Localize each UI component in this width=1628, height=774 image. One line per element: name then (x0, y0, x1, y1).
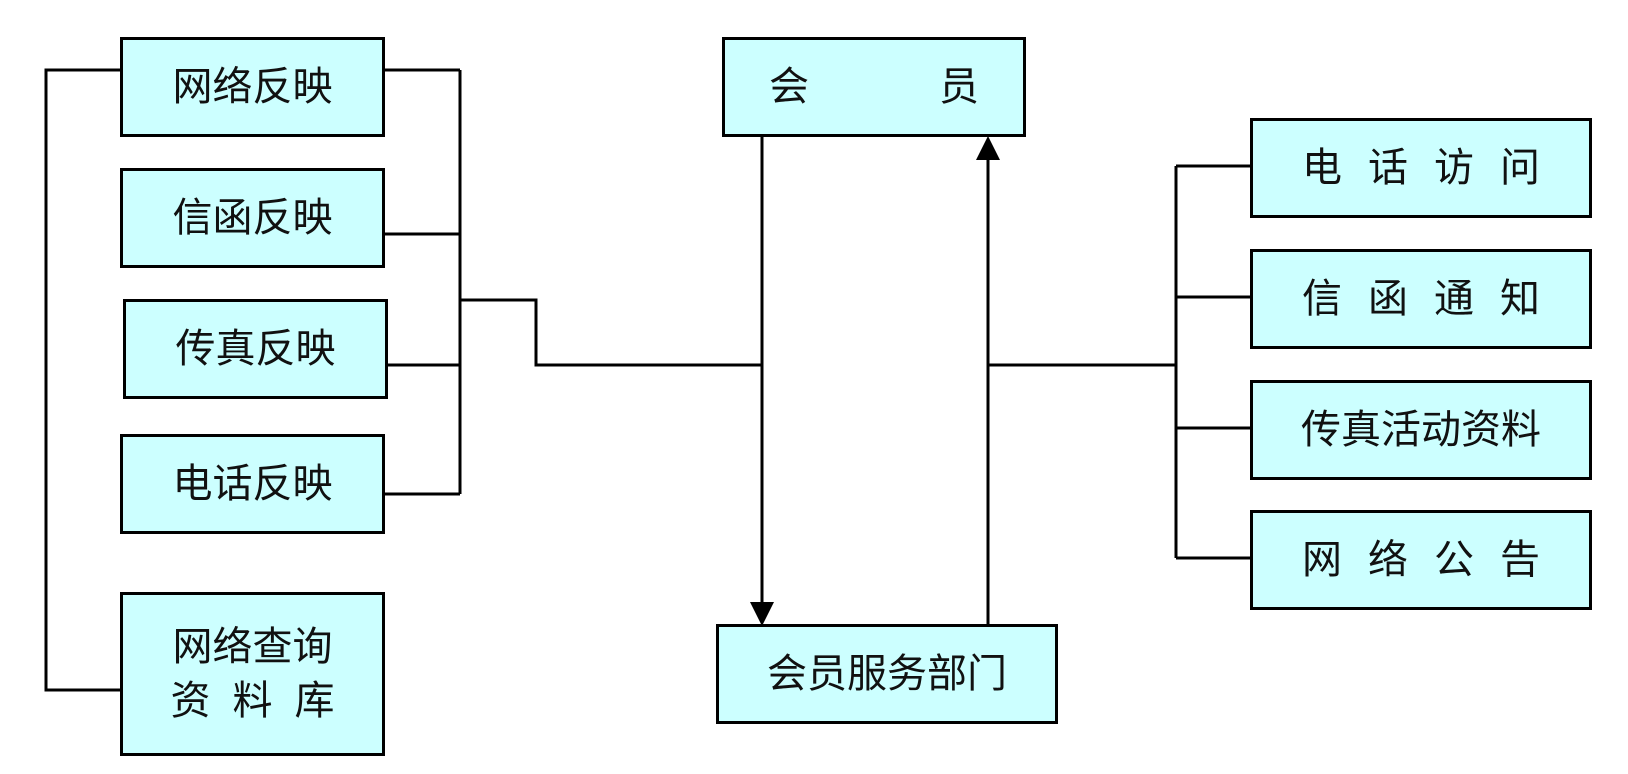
box-phone-feedback: 电话反映 (120, 434, 385, 534)
box-label-line2: 资料库 (170, 678, 357, 724)
box-fax-feedback: 传真反映 (123, 299, 388, 399)
box-label: 会员服务部门 (767, 651, 1007, 697)
box-label: 网络反映 (172, 64, 333, 110)
box-label: 会员 (769, 64, 1109, 110)
box-web-feedback: 网络反映 (120, 37, 385, 137)
box-letter-notice: 信函通知 (1250, 249, 1592, 349)
box-label: 网络公告 (1302, 537, 1566, 583)
box-phone-visit: 电话访问 (1250, 118, 1592, 218)
connector-database-bracket (44, 68, 122, 692)
arrow-member-to-department-head (750, 602, 774, 626)
box-member-service-department: 会员服务部门 (716, 624, 1058, 724)
box-fax-activity-materials: 传真活动资料 (1250, 380, 1592, 480)
box-label: 电话访问 (1302, 145, 1566, 191)
box-label: 传真反映 (175, 326, 336, 372)
box-label: 信函通知 (1302, 276, 1566, 322)
box-label: 信函反映 (172, 195, 333, 241)
box-label-line1: 网络查询 (172, 624, 333, 670)
box-web-announcement: 网络公告 (1250, 510, 1592, 610)
arrow-department-to-member-head (976, 136, 1000, 160)
box-label: 电话反映 (172, 461, 333, 507)
connector-left-to-center (460, 298, 762, 367)
box-label: 传真活动资料 (1301, 407, 1541, 453)
box-letter-feedback: 信函反映 (120, 168, 385, 268)
box-web-query-database: 网络查询 资料库 (120, 592, 385, 756)
box-member: 会员 (722, 37, 1026, 137)
